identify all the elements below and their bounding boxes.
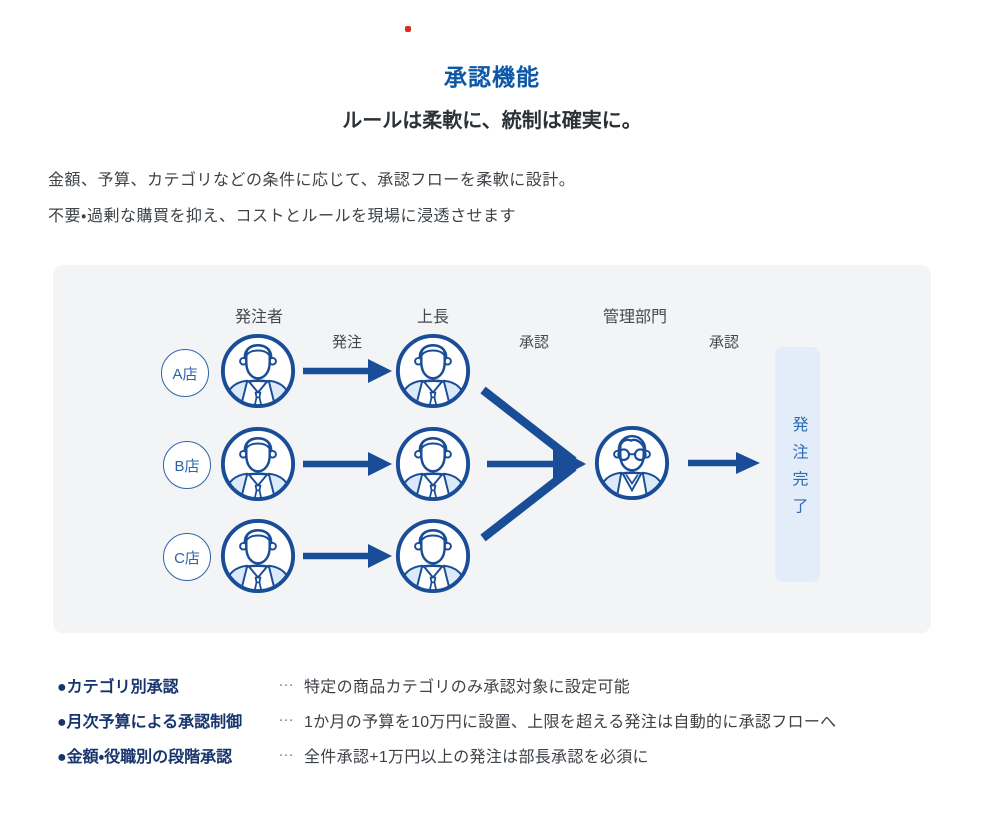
feature-separator: … bbox=[278, 708, 294, 725]
feature-label: ●金額・役職別の段階承認 bbox=[57, 749, 233, 766]
feature-label: ●カテゴリ別承認 bbox=[57, 679, 179, 696]
store-badge-b: B店 bbox=[163, 441, 211, 489]
store-badge-c: C店 bbox=[163, 533, 211, 581]
feature-item-category-approval: ●カテゴリ別承認 … 特定の商品カテゴリのみ承認対象に設定可能 bbox=[57, 673, 957, 696]
order-complete-label: 発注完了 bbox=[789, 415, 807, 525]
arrow-label-order: 発注 bbox=[331, 334, 363, 351]
supervisor-businessman-icon-b bbox=[394, 425, 472, 503]
red-dot-indicator bbox=[405, 26, 411, 32]
feature-item-amount-role-stepped-approval: ●金額・役職別の段階承認 … 全件承認+1万円以上の発注は部長承認を必須に bbox=[57, 743, 957, 766]
orderer-businessman-icon-b bbox=[219, 425, 297, 503]
feature-list: ●カテゴリ別承認 … 特定の商品カテゴリのみ承認対象に設定可能 ●月次予算による… bbox=[57, 673, 957, 778]
approval-flow-diagram: 発注者 上長 管理部門 発注 承認 承認 A店 B店 C店 bbox=[53, 265, 931, 633]
feature-description: 1か月の予算を10万円に設置、上限を超える発注は自動的に承認フローへ bbox=[304, 714, 837, 731]
feature-separator: … bbox=[278, 673, 294, 690]
page-subtitle: ルールは柔軟に、統制は確実に。 bbox=[342, 110, 642, 132]
store-badge-a: A店 bbox=[161, 349, 209, 397]
feature-description: 全件承認+1万円以上の発注は部長承認を必須に bbox=[304, 749, 649, 766]
column-header-orderer: 発注者 bbox=[234, 309, 284, 326]
page-title: 承認機能 bbox=[444, 64, 540, 90]
order-complete-box: 発注完了 bbox=[775, 347, 820, 582]
manager-with-glasses-icon bbox=[593, 424, 671, 502]
feature-separator: … bbox=[278, 743, 294, 760]
supervisor-businessman-icon-c bbox=[394, 517, 472, 595]
orderer-businessman-icon-c bbox=[219, 517, 297, 595]
feature-description: 特定の商品カテゴリのみ承認対象に設定可能 bbox=[304, 679, 631, 696]
feature-item-monthly-budget-control: ●月次予算による承認制御 … 1か月の予算を10万円に設置、上限を超える発注は自… bbox=[57, 708, 957, 731]
intro-line-2: 不要・過剰な購買を抑え、コストとルールを現場に浸透させます bbox=[48, 208, 516, 225]
column-header-supervisor: 上長 bbox=[416, 309, 450, 326]
arrow-label-approval-1: 承認 bbox=[518, 334, 550, 351]
column-header-management: 管理部門 bbox=[602, 309, 668, 326]
supervisor-businessman-icon-a bbox=[394, 332, 472, 410]
feature-label: ●月次予算による承認制御 bbox=[57, 714, 243, 731]
arrow-label-approval-2: 承認 bbox=[708, 334, 740, 351]
flow-arrows bbox=[303, 359, 760, 568]
intro-line-1: 金額、予算、カテゴリなどの条件に応じて、承認フローを柔軟に設計。 bbox=[48, 172, 576, 189]
orderer-businessman-icon-a bbox=[219, 332, 297, 410]
